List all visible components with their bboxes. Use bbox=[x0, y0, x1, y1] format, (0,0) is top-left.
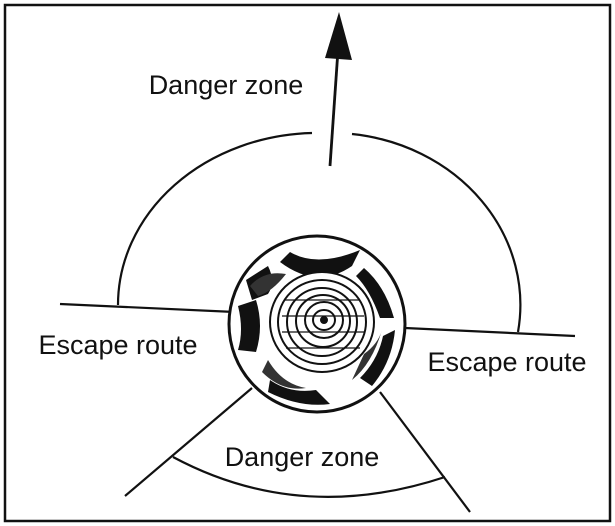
danger-arc-top-right bbox=[351, 132, 522, 333]
escape-route-left-label: Escape route bbox=[38, 330, 197, 360]
felling-direction-arrow-shaft bbox=[328, 49, 340, 167]
escape-route-left-line bbox=[59, 302, 236, 314]
escape-route-right-label: Escape route bbox=[427, 347, 586, 377]
lower-wedge-left-line bbox=[124, 387, 253, 497]
border-frame bbox=[3, 3, 612, 523]
escape-route-right-line bbox=[404, 326, 576, 338]
danger-arc-top-left bbox=[116, 131, 313, 306]
tree-stump-icon bbox=[227, 234, 407, 414]
lower-danger-arc bbox=[172, 456, 446, 498]
danger-zone-bottom-label: Danger zone bbox=[225, 442, 380, 472]
felling-direction-arrowhead-icon bbox=[325, 12, 352, 60]
danger-zone-top-label: Danger zone bbox=[149, 70, 304, 100]
lower-wedge-right-line bbox=[379, 391, 471, 513]
